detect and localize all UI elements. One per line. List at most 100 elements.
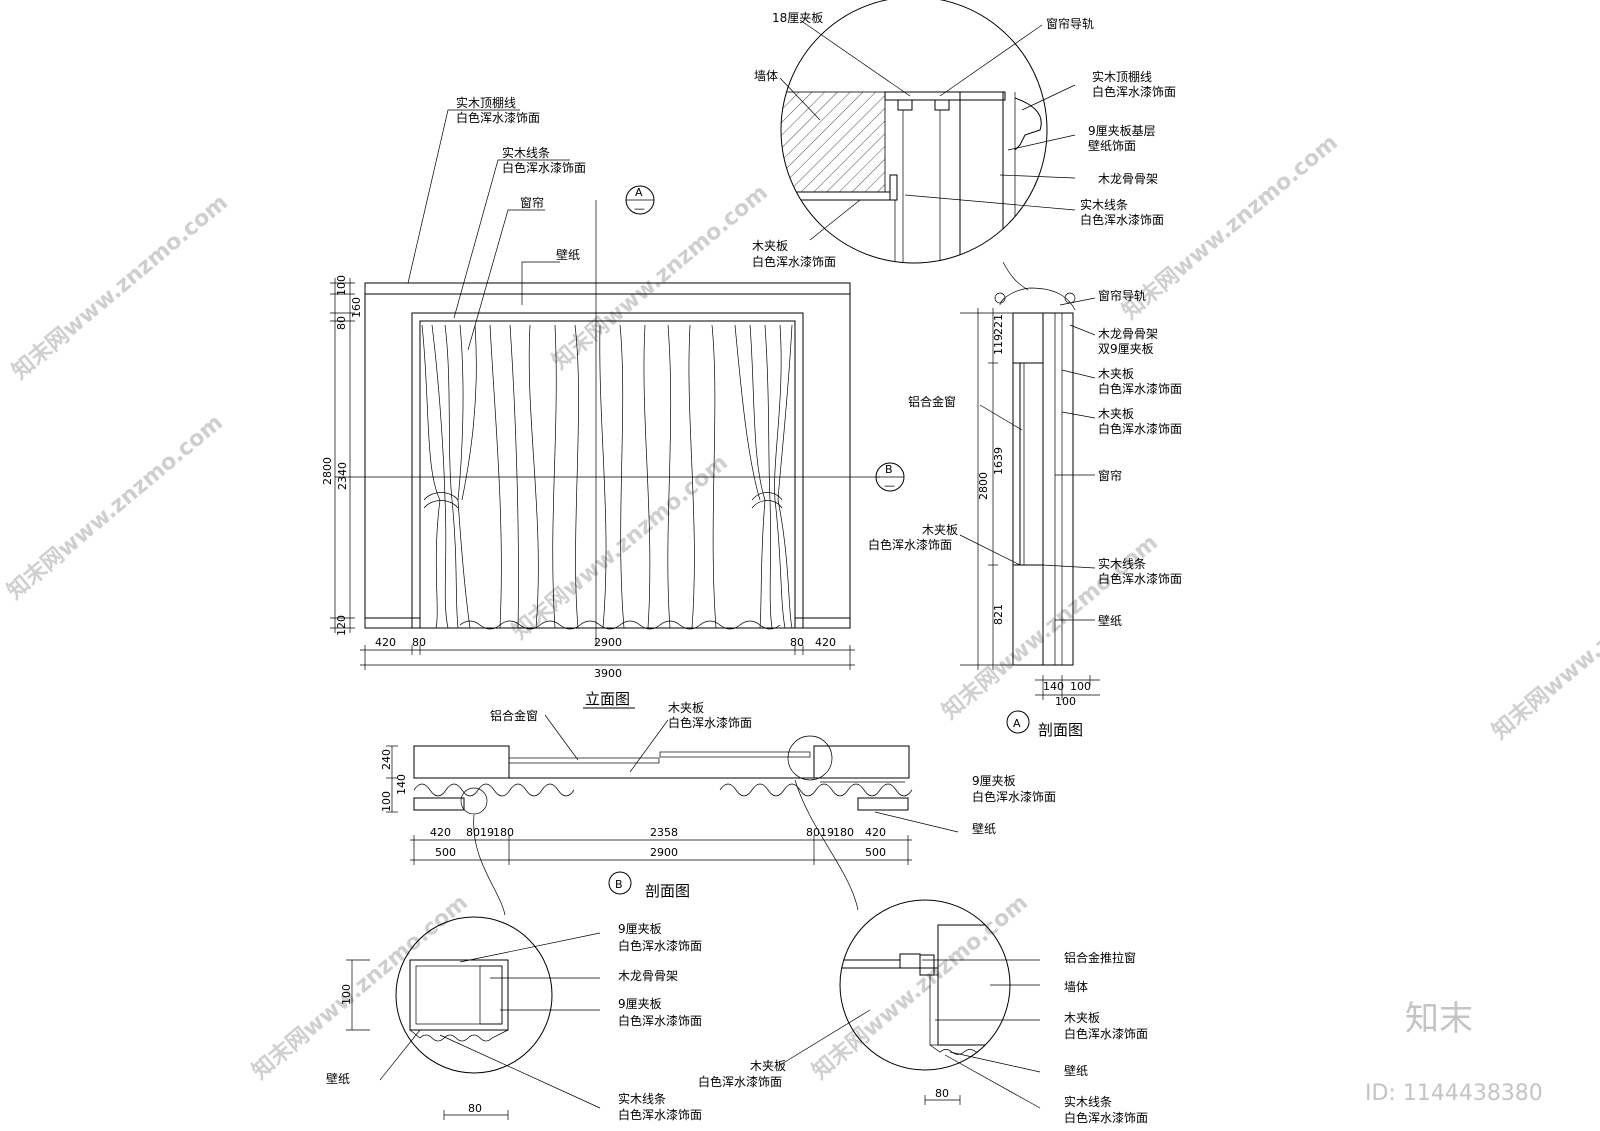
elevation-view: A — B — 实木顶棚线 白色浑水漆饰面 实木线条 白色浑水漆饰面 窗帘 壁纸 [321, 95, 905, 709]
label-double-ply: 双9厘夹板 [1098, 342, 1154, 356]
dim-v-119: 119 [992, 334, 1005, 355]
watermark-site: 知末网www.znzmo.com [807, 889, 1033, 1084]
elevation-vertical-dims [330, 278, 355, 633]
dim-h-2900: 2900 [594, 636, 622, 649]
label-board-a-finish: 白色浑水漆饰面 [1098, 381, 1182, 396]
label-ply9a-finish: 白色浑水漆饰面 [618, 938, 702, 953]
label-wall: 墙体 [754, 69, 778, 83]
dim-h-420a: 420 [430, 826, 451, 839]
label-rail: 窗帘导轨 [1098, 288, 1146, 303]
watermark-site: 知末网www.znzmo.com [7, 189, 233, 384]
watermark-site: 知末网www.znzmo.com [2, 409, 228, 604]
section-b-marker-text: B [615, 878, 623, 891]
elevation-leaders [407, 109, 570, 351]
label-ply9-finish: 白色浑水漆饰面 [972, 789, 1056, 804]
label-wood-line: 实木线条 [502, 145, 550, 160]
wall-outline [364, 282, 851, 629]
label-window: 铝合金窗 [908, 394, 956, 409]
label-board-left-finish: 白色浑水漆饰面 [698, 1074, 782, 1089]
dim-h-500b: 500 [865, 846, 886, 859]
label-wood-finish: 白色浑水漆饰面 [618, 1107, 702, 1122]
label-wallpaper: 壁纸 [326, 1071, 350, 1086]
dim-v-240: 240 [380, 749, 393, 770]
dim-v-160: 160 [350, 297, 363, 318]
section-a-title: 剖面图 [1038, 721, 1083, 739]
dim-v-120: 120 [335, 615, 348, 636]
label-keel: 木龙骨骨架 [1098, 327, 1158, 341]
dim-h-80b: 80 [790, 636, 804, 649]
label-wood: 实木线条 [1064, 1094, 1112, 1109]
marker-a-dash: — [634, 202, 645, 215]
dim-h-3900: 3900 [594, 667, 622, 680]
detail-top-circle: 18厘夹板 窗帘导轨 墙体 实木顶棚线 白色浑水漆饰面 9厘夹板基层 壁纸饰面 … [752, 0, 1176, 291]
section-b-title-marker [608, 871, 632, 895]
label-ply9: 9厘夹板 [972, 774, 1016, 788]
label-sliding-window: 铝合金推拉窗 [1064, 950, 1136, 965]
section-b-title: 剖面图 [645, 882, 690, 900]
window-frame-outer [411, 312, 804, 628]
section-a-title-marker [1006, 710, 1030, 734]
label-ply9-finish: 壁纸饰面 [1088, 138, 1136, 153]
dim-v-2340: 2340 [336, 462, 349, 490]
detail-top-link [1002, 261, 1029, 291]
label-wood: 实木线条 [1080, 197, 1128, 212]
label-board-a: 木夹板 [1098, 367, 1134, 381]
label-board-finish: 白色浑水漆饰面 [752, 254, 836, 269]
label-curtain: 窗帘 [1098, 468, 1122, 483]
label-board: 木夹板 [668, 701, 704, 715]
label-ply9: 9厘夹板基层 [1088, 124, 1156, 138]
dim-h-19a: 19 [480, 826, 494, 839]
elevation-title: 立面图 [585, 690, 630, 708]
label-board-left: 木夹板 [750, 1059, 786, 1073]
dim-h-420b: 420 [815, 636, 836, 649]
watermark-site: 知末网www.znzmo.com [507, 449, 733, 644]
label-board-b: 木夹板 [1098, 407, 1134, 421]
label-board-finish: 白色浑水漆饰面 [668, 715, 752, 730]
label-ply9b: 9厘夹板 [618, 997, 662, 1011]
label-keel: 木龙骨骨架 [618, 969, 678, 983]
dim-v-100: 100 [335, 275, 348, 296]
dim-v-100: 100 [340, 984, 353, 1005]
label-ceiling-finish: 白色浑水漆饰面 [1092, 84, 1176, 99]
dim-h-420b: 420 [865, 826, 886, 839]
section-a-leaders [959, 297, 1096, 621]
dim-v-821: 821 [992, 604, 1005, 625]
detail-top-leaders [779, 19, 1076, 241]
dim-v-221: 221 [992, 314, 1005, 335]
label-board-b-finish: 白色浑水漆饰面 [1098, 421, 1182, 436]
dim-h-80: 80 [935, 1087, 949, 1100]
dim-h-100b: 100 [1055, 695, 1076, 708]
dim-h-420a: 420 [375, 636, 396, 649]
label-ply9a: 9厘夹板 [618, 922, 662, 936]
label-wallpaper: 壁纸 [1098, 613, 1122, 628]
dim-v-1639: 1639 [992, 447, 1005, 475]
curtain-drawing [421, 324, 793, 630]
dim-h-2900: 2900 [650, 846, 678, 859]
label-ceiling-finish: 白色浑水漆饰面 [456, 110, 540, 125]
dim-h-100a: 100 [1070, 680, 1091, 693]
marker-a-text: A [635, 186, 643, 199]
dim-h-2358: 2358 [650, 826, 678, 839]
dim-h-500a: 500 [435, 846, 456, 859]
label-wallpaper: 壁纸 [1064, 1063, 1088, 1078]
elevation-horizontal-dims [360, 645, 855, 670]
dim-v-100: 100 [380, 791, 393, 812]
label-board-finish: 白色浑水漆饰面 [1064, 1026, 1148, 1041]
label-wood-finish: 白色浑水漆饰面 [1064, 1110, 1148, 1125]
label-wallpaper: 壁纸 [972, 821, 996, 836]
label-wall: 墙体 [1064, 980, 1088, 994]
label-keel: 木龙骨骨架 [1098, 172, 1158, 186]
watermark-id: ID: 1144438380 [1365, 1081, 1543, 1106]
dim-h-80b: 80 [806, 826, 820, 839]
label-wood-finish: 白色浑水漆饰面 [502, 160, 586, 175]
section-b-view: 240 140 100 420 80 19 180 2358 80 19 180… [380, 701, 1056, 916]
label-board: 木夹板 [1064, 1011, 1100, 1025]
label-wallpaper: 壁纸 [556, 247, 580, 262]
dim-v-80: 80 [335, 316, 348, 330]
label-ply18: 18厘夹板 [772, 11, 823, 25]
label-window: 铝合金窗 [490, 708, 538, 723]
label-rail: 窗帘导轨 [1046, 16, 1094, 31]
link-bl [473, 814, 506, 916]
marker-b-text: B [885, 463, 893, 476]
